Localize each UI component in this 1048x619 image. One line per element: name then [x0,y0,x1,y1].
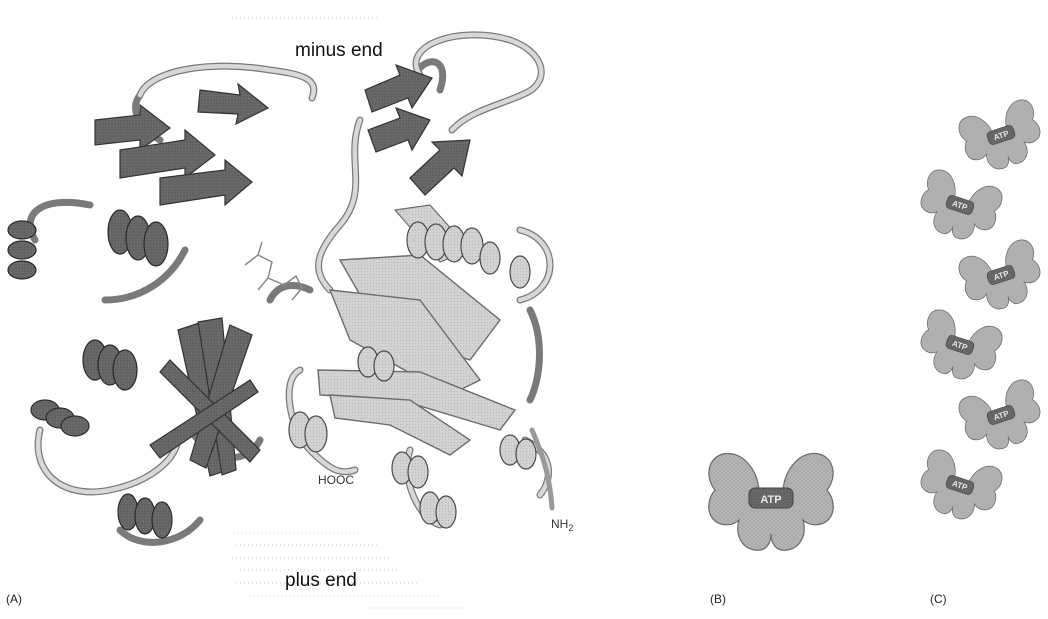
panel-c-label: (C) [930,592,947,606]
coil-loops [30,35,550,542]
filament-subunit: ATP [956,97,1048,178]
hooc-label: HOOC [318,473,354,487]
filament-subunit: ATP [956,377,1048,458]
filament-subunit: ATP [913,447,1005,528]
minus-end-label: minus end [295,40,383,61]
plus-end-label: plus end [285,570,357,591]
panel-b-label: (B) [710,592,726,606]
ribbon-diagram [8,18,552,608]
actin-monomer: ATP [709,453,834,550]
filament-subunit: ATP [913,167,1005,248]
nh2-label: NH2 [551,517,573,533]
filament-subunit: ATP [913,307,1005,388]
nh2-label-subscript: 2 [568,523,573,533]
coil-loops-light [38,35,550,525]
panel-a-label: (A) [6,592,22,606]
filament-subunit: ATP [956,237,1048,318]
nh2-label-main: NH [551,517,568,531]
atp-label-b: ATP [760,494,781,506]
central-beta-sheet [150,318,260,476]
